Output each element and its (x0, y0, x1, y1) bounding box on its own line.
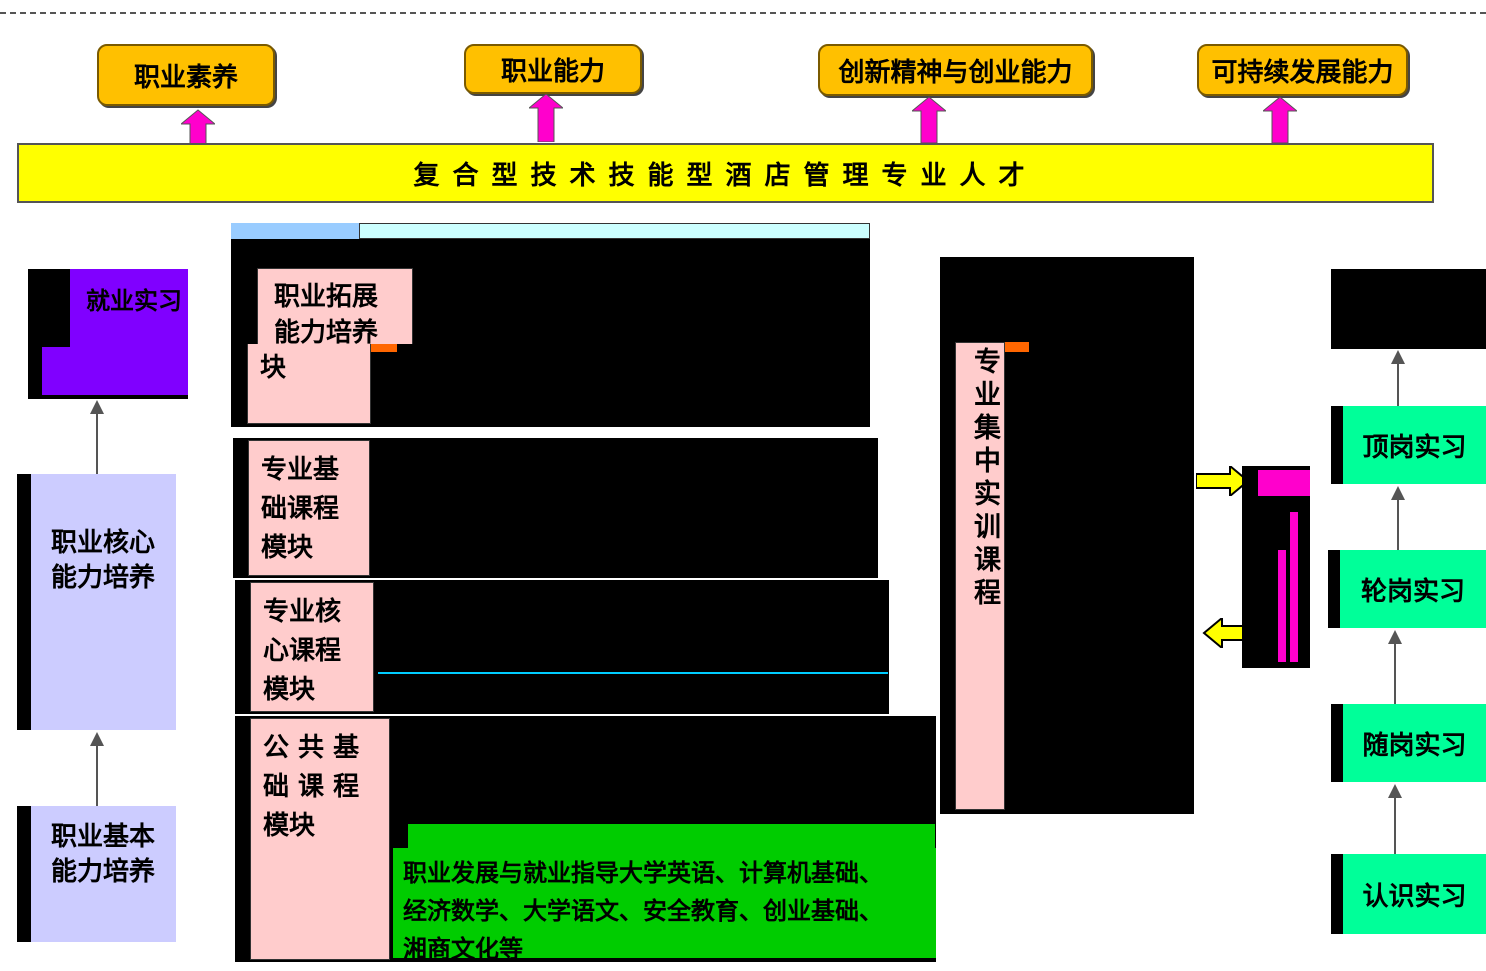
employment-internship-label: 就业实习 (86, 287, 182, 315)
extension-module-label-tail: 块 (247, 344, 371, 424)
goal-professional-quality: 职业素养 (97, 44, 275, 106)
public-basic-label-box: 公 共 基 础 课 程 模块 (250, 718, 390, 960)
employment-internship-box: 就业实习 (28, 269, 188, 399)
up-arrow-icon (1388, 630, 1402, 644)
professional-basic-label: 专业基 础课程 模块 (261, 455, 340, 563)
public-basic-label: 公 共 基 础 课 程 模块 (263, 733, 360, 841)
talent-banner: 复合型技术技能型酒店管理专业人才 (17, 143, 1434, 203)
employment-internship-base (42, 347, 188, 395)
connector-line (1394, 642, 1396, 704)
up-arrow-icon (1388, 784, 1402, 798)
extension-module-label-box: 职业拓展 能力培养 块 (257, 268, 413, 344)
dashed-divider (0, 12, 1486, 14)
right-arrow-icon (1196, 466, 1250, 496)
orange-tab (371, 344, 397, 352)
up-arrow-icon (1391, 350, 1405, 364)
core-ability-label: 职业核心 能力培养 (51, 528, 156, 593)
training-courses-label: 专业集中实训课程 (955, 342, 1005, 810)
extension-module-label: 职业拓展 能力培养 块 (274, 282, 379, 344)
professional-basic-label-box: 专业基 础课程 模块 (248, 440, 370, 576)
public-basic-courses-box: 职业发展与就业指导大学英语、计算机基础、 经济数学、大学语文、安全教育、创业基础… (393, 848, 936, 963)
connector-line (96, 412, 98, 474)
center-connector-box (1242, 466, 1310, 668)
up-arrow-icon (529, 94, 563, 142)
connector-line (1397, 498, 1399, 550)
extension-module-tail-label: 块 (260, 353, 287, 383)
goal-professional-ability: 职业能力 (464, 44, 642, 94)
up-arrow-icon (912, 96, 946, 144)
magenta-block (1258, 470, 1310, 496)
green-strip (408, 824, 935, 848)
internship-follow-post: 随岗实习 (1331, 704, 1486, 782)
header-strip (231, 223, 359, 239)
magenta-bar (1290, 512, 1298, 662)
header-strip (359, 223, 870, 239)
connector-line (1394, 796, 1396, 854)
connector-line (96, 744, 98, 806)
goal-sustainable-development: 可持续发展能力 (1197, 44, 1408, 96)
internship-cognition: 认识实习 (1331, 854, 1486, 934)
core-ability-box: 职业核心 能力培养 (17, 474, 176, 730)
connector-line (1397, 362, 1399, 406)
goal-innovation-entrepreneurship: 创新精神与创业能力 (818, 44, 1093, 96)
up-arrow-icon (90, 400, 104, 414)
magenta-bar (1278, 550, 1286, 662)
basic-ability-label: 职业基本 能力培养 (51, 822, 156, 887)
professional-core-label: 专业核 心课程 模块 (263, 597, 342, 705)
up-arrow-icon (90, 732, 104, 746)
internship-rotation: 轮岗实习 (1328, 550, 1486, 628)
divider-line (378, 672, 888, 674)
internship-top-box (1331, 269, 1486, 349)
orange-tab (1005, 342, 1029, 352)
professional-core-label-box: 专业核 心课程 模块 (250, 582, 374, 712)
up-arrow-icon (1391, 486, 1405, 500)
internship-on-post: 顶岗实习 (1331, 406, 1486, 484)
public-basic-courses: 职业发展与就业指导大学英语、计算机基础、 经济数学、大学语文、安全教育、创业基础… (403, 859, 883, 963)
employment-internship-label-box: 就业实习 (70, 269, 188, 347)
basic-ability-box: 职业基本 能力培养 (17, 806, 176, 942)
up-arrow-icon (1263, 96, 1297, 144)
